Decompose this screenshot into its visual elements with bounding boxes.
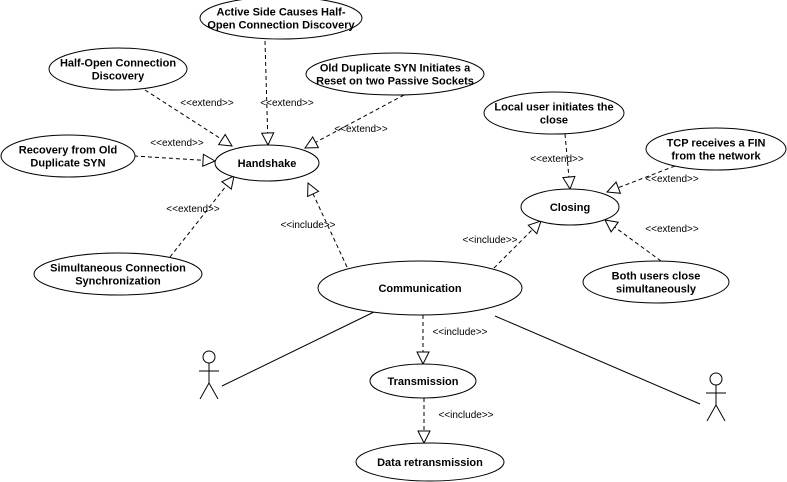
use-case-ellipse [305, 52, 485, 96]
use-case-ellipse [645, 127, 787, 171]
use-case-ellipse [214, 144, 320, 182]
use-case-ellipse [48, 47, 188, 91]
use-case-ellipse [0, 134, 136, 178]
use-case-label: Old Duplicate SYN Initiates a [320, 63, 471, 75]
actor-right-association-line [494, 315, 701, 405]
actor-right-leg [208, 382, 219, 400]
include-label: <<include>> [462, 235, 517, 246]
extend-label: <<extend>> [166, 204, 220, 215]
actor-left-association-line [221, 310, 377, 387]
use-case-label: Reset on two Passive Sockets [316, 76, 474, 88]
extend-label: <<extend>> [645, 224, 699, 235]
extend-edge-fin-to-closing [606, 165, 676, 193]
extend-arrowhead-handshake [217, 133, 233, 147]
actor-head [202, 350, 216, 364]
extend-label: <<extend>> [530, 154, 584, 165]
extend-label: <<extend>> [180, 98, 234, 109]
include-label: <<include>> [432, 327, 487, 338]
use-case-label: Discovery [92, 71, 145, 83]
use-case-label: Open Connection Discovery [207, 20, 355, 32]
actor-right[interactable] [706, 372, 726, 422]
use-case-label: Closing [550, 202, 590, 214]
use-case-label: TCP receives a FIN [667, 138, 766, 150]
use-case-label: Active Side Causes Half- [217, 7, 346, 19]
use-case-closing[interactable]: Closing [520, 188, 620, 226]
extend-arrowhead-handshake [202, 153, 217, 167]
use-case-ellipse [317, 260, 523, 316]
use-case-ellipse [369, 363, 477, 399]
extend-label: <<extend>> [645, 174, 699, 185]
use-case-communication[interactable]: Communication [317, 260, 523, 316]
extend-edge-simultaneous-to-handshake [169, 175, 235, 258]
use-case-label: Duplicate SYN [30, 158, 105, 170]
use-case-label: Transmission [388, 376, 459, 388]
use-case-label: Handshake [238, 158, 297, 170]
use-case-ellipse [520, 188, 620, 226]
include-edge-communication-to-handshake [307, 182, 348, 268]
use-case-label: simultaneously [616, 284, 697, 296]
extend-arrowhead-handshake [304, 136, 320, 149]
include-arrowhead-transmission [416, 351, 430, 366]
actor-left-leg [199, 382, 210, 400]
extend-arrowhead-closing [605, 181, 622, 194]
use-case-label: close [540, 115, 568, 127]
include-arrowhead-closing [527, 220, 542, 235]
include-arrowhead-retransmission [417, 430, 431, 445]
use-case-label: Data retransmission [377, 457, 483, 469]
extend-label: <<extend>> [150, 138, 204, 149]
actor-left[interactable] [199, 350, 219, 400]
use-case-retransmission[interactable]: Data retransmission [355, 442, 505, 482]
extend-arrowhead-handshake [220, 175, 235, 190]
use-case-label: Local user initiates the [494, 102, 613, 114]
use-case-ellipse [355, 442, 505, 482]
use-case-label: Simultaneous Connection [50, 263, 186, 275]
use-case-ellipse [199, 0, 363, 40]
extend-arrowhead-closing [604, 219, 620, 233]
use-case-label: Communication [378, 283, 461, 295]
extend-arrowhead-closing [562, 175, 576, 191]
use-case-label: Half-Open Connection [60, 58, 176, 70]
actor-left-leg [706, 404, 717, 422]
include-label: <<include>> [438, 410, 493, 421]
actor-right-leg [715, 404, 726, 422]
extend-label: <<extend>> [334, 124, 388, 135]
use-case-active-side[interactable]: Active Side Causes Half-Open Connection … [199, 0, 363, 40]
use-case-handshake[interactable]: Handshake [214, 144, 320, 182]
use-case-ellipse [483, 91, 625, 135]
use-case-label: from the network [671, 151, 761, 163]
use-case-ellipse [582, 260, 730, 304]
actor-head [709, 372, 723, 386]
use-case-label: Both users close [612, 271, 701, 283]
include-arrowhead-handshake [307, 181, 320, 198]
use-case-ellipse [33, 252, 203, 296]
extend-edge-local_close-to-closing [564, 133, 571, 190]
include-label: <<include>> [280, 220, 335, 231]
extend-edge-old_duplicate_reset-to-handshake [304, 94, 405, 149]
use-case-label: Recovery from Old [19, 145, 117, 157]
extend-arrowhead-handshake [260, 132, 275, 147]
extend-edge-active_side-to-handshake [264, 40, 269, 146]
use-case-label: Synchronization [75, 276, 161, 288]
extend-edge-half_open-to-handshake [144, 89, 233, 147]
use-case-transmission[interactable]: Transmission [369, 363, 477, 399]
extend-label: <<extend>> [260, 98, 314, 109]
